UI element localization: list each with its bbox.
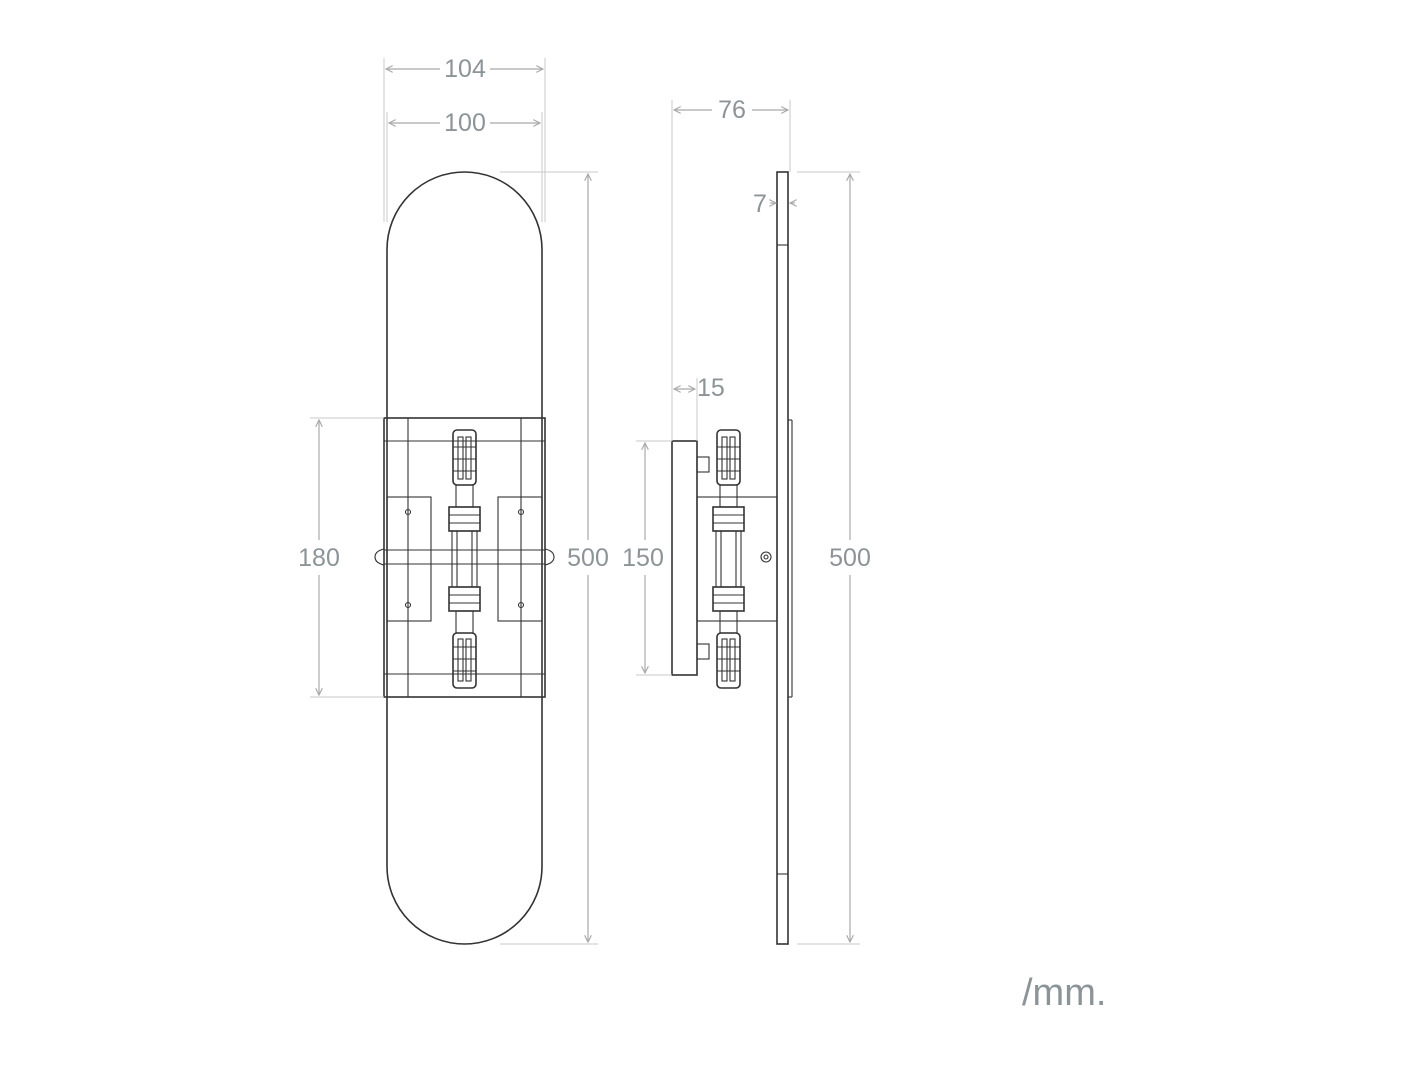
label-500-side: 500 <box>829 544 871 572</box>
dim-side-backplate-height: 150 <box>622 440 672 676</box>
side-shade-outline <box>776 171 789 945</box>
label-15: 15 <box>697 374 725 402</box>
label-180: 180 <box>298 544 340 572</box>
dim-side-shade-thickness: 7 <box>753 190 795 218</box>
front-shade-outline <box>386 171 543 945</box>
dim-side-height: 500 <box>797 171 871 945</box>
side-backplate <box>671 440 698 676</box>
front-lamp-module <box>448 429 481 689</box>
dim-front-shade-width: 100 <box>386 109 543 222</box>
front-mount-body <box>374 417 555 698</box>
unit-label: /mm. <box>1022 972 1106 1014</box>
dim-side-depth: 76 <box>671 96 791 441</box>
label-76: 76 <box>718 96 746 124</box>
side-lamp-module <box>712 429 745 689</box>
label-100: 100 <box>444 109 486 137</box>
label-500-front: 500 <box>567 544 609 572</box>
dim-side-backplate-depth: 15 <box>674 374 725 441</box>
dim-front-mount-height: 180 <box>298 417 384 698</box>
label-104: 104 <box>444 55 486 83</box>
dim-front-height: 500 <box>500 171 609 945</box>
side-view: 76 7 15 150 500 <box>622 96 871 945</box>
label-150: 150 <box>622 544 664 572</box>
front-view: 104 100 500 180 <box>298 55 609 945</box>
dim-front-total-width: 104 <box>383 55 546 222</box>
label-7: 7 <box>753 190 767 218</box>
